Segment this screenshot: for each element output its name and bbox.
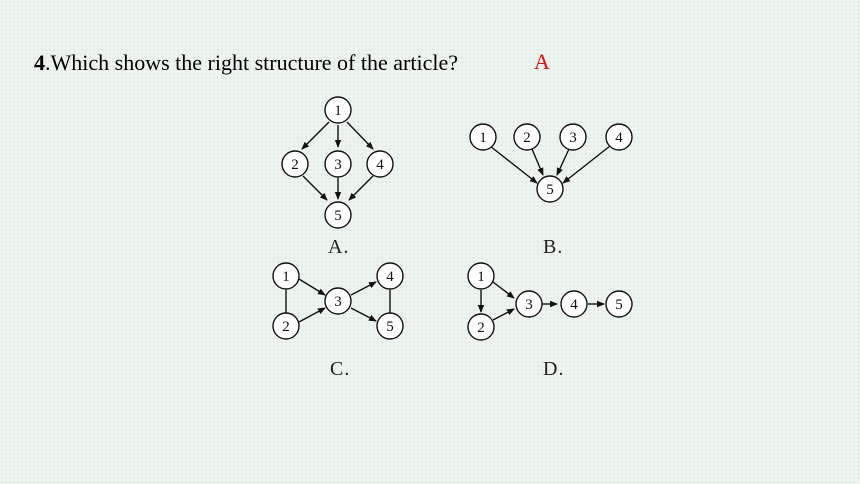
question-number: 4 bbox=[34, 50, 45, 75]
node-label: 2 bbox=[523, 130, 531, 146]
node-label: 5 bbox=[386, 319, 394, 335]
node-label: 5 bbox=[334, 208, 342, 224]
question-body: .Which shows the right structure of the … bbox=[45, 50, 458, 75]
diagram-a: 1 2 3 4 5 bbox=[281, 96, 394, 229]
diagram-b: 1 2 3 4 5 bbox=[469, 123, 633, 203]
node-label: 4 bbox=[615, 130, 623, 146]
diagram-c: 1 2 3 4 5 bbox=[272, 262, 404, 340]
diagram-d: 1 2 3 4 5 bbox=[467, 262, 633, 341]
node-label: 2 bbox=[282, 319, 290, 335]
node-label: 1 bbox=[282, 269, 290, 285]
node-label: 1 bbox=[477, 269, 485, 285]
option-b-label: B. bbox=[543, 236, 564, 258]
node-label: 4 bbox=[386, 269, 394, 285]
node-label: 5 bbox=[546, 182, 554, 198]
answer-mark: A bbox=[534, 49, 550, 74]
node-label: 4 bbox=[376, 157, 384, 173]
option-a-label: A. bbox=[328, 236, 350, 258]
node-label: 4 bbox=[570, 297, 578, 313]
node-label: 2 bbox=[477, 320, 485, 336]
node-label: 3 bbox=[334, 157, 342, 173]
node-label: 1 bbox=[334, 103, 342, 119]
node-label: 3 bbox=[334, 294, 342, 310]
node-label: 3 bbox=[569, 130, 577, 146]
node-label: 5 bbox=[615, 297, 623, 313]
option-d-label: D. bbox=[543, 358, 565, 380]
option-c-label: C. bbox=[330, 358, 351, 380]
node-label: 3 bbox=[525, 297, 533, 313]
node-label: 2 bbox=[291, 157, 299, 173]
question-text: 4.Which shows the right structure of the… bbox=[34, 50, 458, 76]
node-label: 1 bbox=[479, 130, 487, 146]
